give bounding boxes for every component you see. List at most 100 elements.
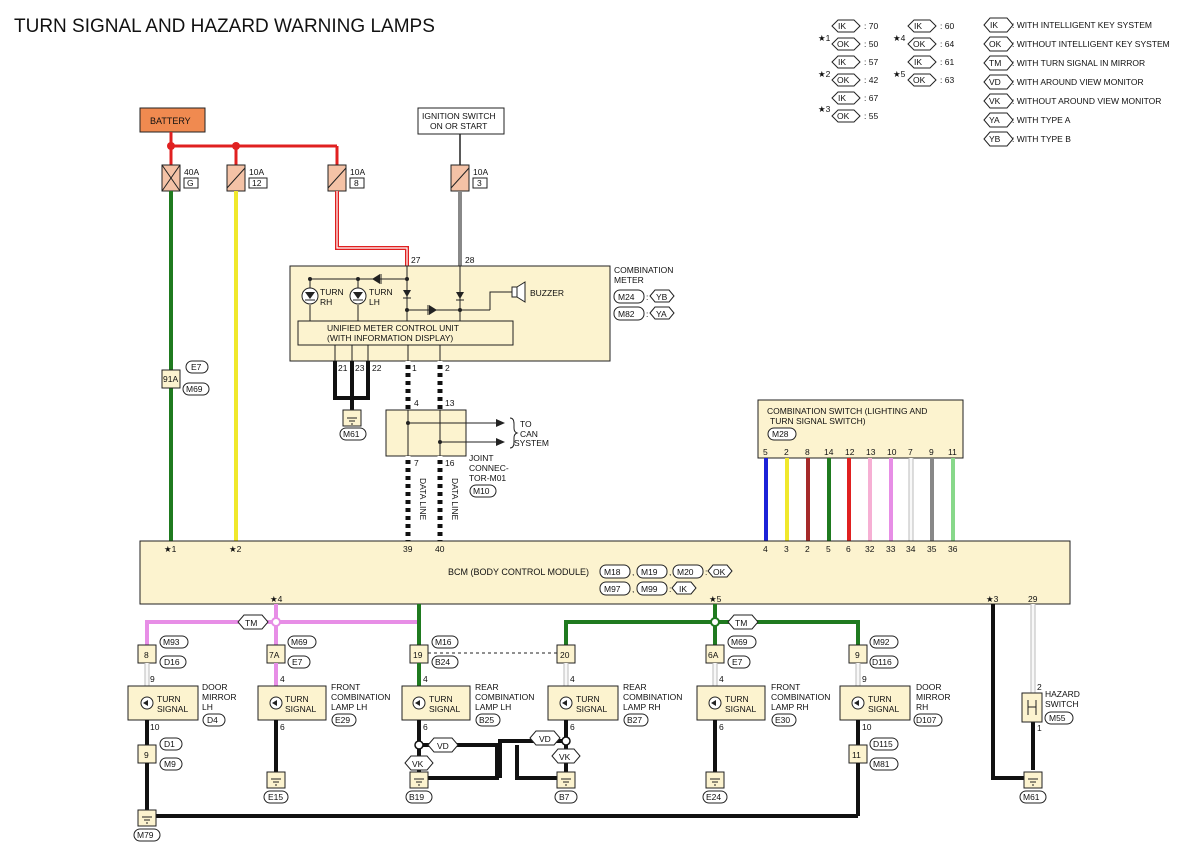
svg-text:DATA LINE: DATA LINE [418,478,428,521]
svg-text:: WITHOUT INTELLIGENT KEY SYST: : WITHOUT INTELLIGENT KEY SYSTEM [1012,39,1170,49]
svg-text:RH: RH [320,297,332,307]
svg-text:: 70: : 70 [864,21,878,31]
svg-text:TOR-M01: TOR-M01 [469,473,506,483]
front-combination-lamp-lh: 7A M69 E7 4 TURN SIGNAL FRONT COMBINATIO… [257,635,390,772]
svg-text:D4: D4 [207,715,218,725]
fuse-10a-8: 10A 8 [327,164,365,192]
svg-text:TM: TM [735,618,747,628]
diagram-title: TURN SIGNAL AND HAZARD WARNING LAMPS [14,16,435,37]
meter-ground-wires: 21 23 22 1 2 [333,361,450,410]
legend-ik: IK : WITH INTELLIGENT KEY SYSTEM [983,17,1152,33]
green-branch: TM [564,604,860,645]
svg-text:6A: 6A [708,650,719,660]
svg-text:OK: OK [913,39,926,49]
svg-text:4: 4 [423,674,428,684]
svg-text:SIGNAL: SIGNAL [725,704,756,714]
svg-text:★5: ★5 [709,594,722,604]
svg-text:SWITCH: SWITCH [1045,699,1079,709]
svg-text:M69: M69 [731,637,748,647]
svg-text::: : [669,584,671,594]
svg-text:CONNEC-: CONNEC- [469,463,509,473]
svg-text:91A: 91A [163,374,178,384]
svg-text:M55: M55 [1049,713,1066,723]
svg-text:9: 9 [150,674,155,684]
svg-text:IK: IK [990,20,998,30]
svg-text:2: 2 [784,447,789,457]
svg-text:,: , [632,584,634,594]
svg-text:D16: D16 [164,657,180,667]
svg-text:: WITH AROUND VIEW MONITOR: : WITH AROUND VIEW MONITOR [1012,77,1144,87]
svg-text:HAZARD: HAZARD [1045,689,1080,699]
svg-text:RH: RH [916,702,928,712]
svg-text:10A: 10A [350,167,365,177]
svg-text:E7: E7 [191,362,202,372]
svg-text:METER: METER [614,275,644,285]
svg-text:6: 6 [719,722,724,732]
svg-text:4: 4 [570,674,575,684]
svg-text:1: 1 [412,363,417,373]
svg-text:: 64: : 64 [940,39,954,49]
rear-combination-lamp-rh: 20 4 TURN SIGNAL REAR COMBINATION LAMP R… [547,644,682,772]
svg-text:TURN: TURN [157,694,181,704]
svg-text:OK: OK [989,39,1002,49]
svg-text:6: 6 [570,722,575,732]
svg-text:28: 28 [465,255,475,265]
svg-text:E7: E7 [292,657,303,667]
data-lines-lower: 7 16 DATA LINE DATA LINE [405,456,460,541]
svg-text:,: , [632,567,634,577]
battery: BATTERY [139,107,206,133]
svg-text:COMBINATION: COMBINATION [771,692,830,702]
svg-text:: 55: : 55 [864,111,878,121]
svg-text:D1: D1 [164,739,175,749]
svg-text:11: 11 [948,447,957,457]
svg-text:SIGNAL: SIGNAL [868,704,899,714]
svg-text:D115: D115 [873,739,893,749]
svg-text:4: 4 [719,674,724,684]
svg-text:M18: M18 [604,567,621,577]
star-notes: ★1 IK : 70 OK : 50 ★2 IK : 57 OK : 42 ★3… [818,19,954,123]
svg-text:COMBINATION SWITCH (LIGHTING A: COMBINATION SWITCH (LIGHTING AND [767,406,927,416]
legend-vd: VD : WITH AROUND VIEW MONITOR [983,74,1144,90]
svg-text:★3: ★3 [818,104,831,114]
svg-text:(WITH INFORMATION DISPLAY): (WITH INFORMATION DISPLAY) [327,333,453,343]
svg-text:13: 13 [445,398,455,408]
svg-text:: 60: : 60 [940,21,954,31]
svg-text:YB: YB [656,292,668,302]
svg-text:★2: ★2 [818,69,831,79]
wire-red-meter [335,191,409,266]
svg-text:IK: IK [914,57,922,67]
svg-text:2: 2 [445,363,450,373]
svg-text:E29: E29 [335,715,350,725]
legend-tm: TM : WITH TURN SIGNAL IN MIRROR [983,55,1145,71]
svg-text:10A: 10A [249,167,264,177]
svg-text:M92: M92 [873,637,890,647]
svg-text:SYSTEM: SYSTEM [514,438,549,448]
svg-text:4: 4 [414,398,419,408]
ground-b19: B19 [405,771,433,804]
svg-text:VD: VD [989,77,1001,87]
pink-branch: TM [145,604,421,645]
svg-text:M61: M61 [343,429,360,439]
svg-text:: WITH INTELLIGENT KEY SYSTEM: : WITH INTELLIGENT KEY SYSTEM [1012,20,1152,30]
combination-switch: COMBINATION SWITCH (LIGHTING AND TURN SI… [757,399,964,459]
svg-text:★4: ★4 [270,594,283,604]
svg-text:E30: E30 [775,715,790,725]
svg-text:TURN: TURN [576,694,600,704]
svg-text:★4: ★4 [893,33,906,43]
svg-text:M93: M93 [163,637,180,647]
svg-text:TURN: TURN [369,287,393,297]
svg-text:YA: YA [989,115,1000,125]
inline-connector-91a: 91A E7 M69 [161,360,210,396]
svg-text:★1: ★1 [164,544,177,554]
svg-text:9: 9 [144,750,149,760]
svg-text:: 67: : 67 [864,93,878,103]
ground-m79: M79 [133,809,161,842]
svg-text:E24: E24 [706,792,721,802]
svg-text:SIGNAL: SIGNAL [157,704,188,714]
svg-text:M79: M79 [137,830,154,840]
svg-text:,: , [669,567,671,577]
legend-yb: YB : WITH TYPE B [983,131,1071,147]
fuse-10a-3: 10A 3 [450,164,488,192]
svg-text:VK: VK [412,759,424,769]
rear-ground-routing: VD VD VK VK [404,730,581,780]
